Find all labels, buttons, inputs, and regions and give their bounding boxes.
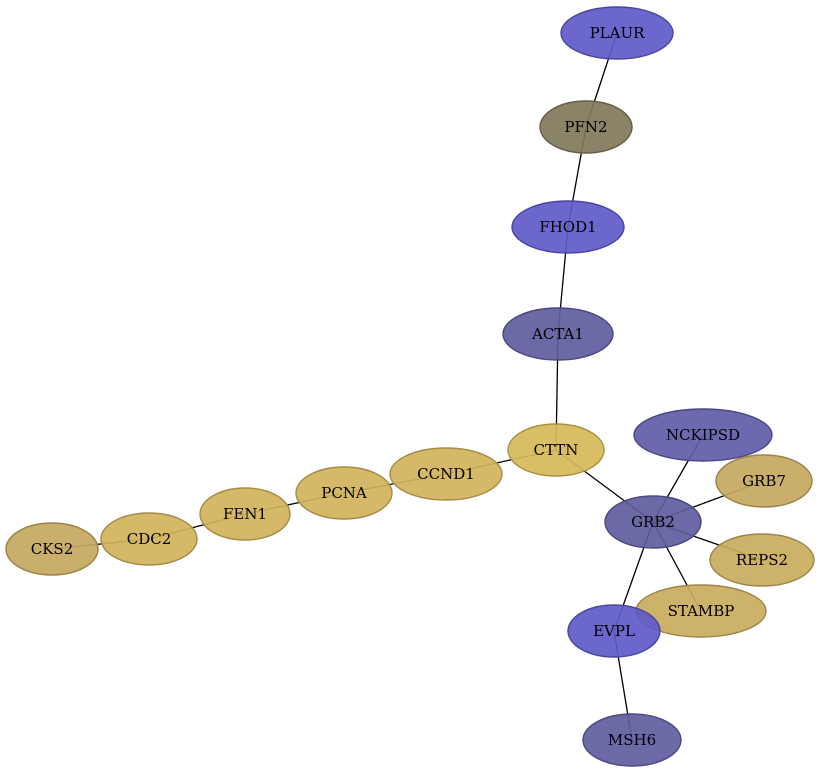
- node-ellipse: [715, 454, 813, 508]
- node-label: PCNA: [321, 484, 367, 502]
- node-ellipse: [295, 466, 393, 520]
- node-grb2[interactable]: GRB2: [604, 495, 702, 549]
- node-ellipse: [539, 100, 633, 154]
- node-cdc2[interactable]: CDC2: [100, 512, 198, 566]
- node-cttn[interactable]: CTTN: [507, 423, 605, 477]
- node-label: CTTN: [534, 441, 579, 459]
- node-ellipse: [560, 6, 674, 60]
- node-label: PLAUR: [590, 24, 646, 42]
- node-pcna[interactable]: PCNA: [295, 466, 393, 520]
- node-ellipse: [633, 408, 773, 462]
- node-label: GRB2: [631, 513, 675, 531]
- node-reps2[interactable]: REPS2: [709, 533, 815, 587]
- node-ellipse: [604, 495, 702, 549]
- node-grb7[interactable]: GRB7: [715, 454, 813, 508]
- node-ellipse: [389, 447, 503, 501]
- node-fhod1[interactable]: FHOD1: [511, 200, 625, 254]
- node-label: NCKIPSD: [666, 426, 740, 444]
- node-label: CDC2: [127, 530, 172, 548]
- node-label: EVPL: [593, 622, 635, 640]
- node-label: CCND1: [417, 465, 475, 483]
- node-acta1[interactable]: ACTA1: [502, 307, 614, 361]
- node-ellipse: [199, 487, 291, 541]
- node-ellipse: [511, 200, 625, 254]
- node-ellipse: [567, 604, 661, 658]
- node-nckipsd[interactable]: NCKIPSD: [633, 408, 773, 462]
- node-ccnd1[interactable]: CCND1: [389, 447, 503, 501]
- node-msh6[interactable]: MSH6: [582, 713, 682, 767]
- node-pfn2[interactable]: PFN2: [539, 100, 633, 154]
- node-ellipse: [709, 533, 815, 587]
- node-label: REPS2: [736, 551, 788, 569]
- node-label: PFN2: [564, 118, 607, 136]
- node-label: ACTA1: [531, 325, 584, 343]
- node-label: FHOD1: [539, 218, 596, 236]
- node-ellipse: [507, 423, 605, 477]
- node-cks2[interactable]: CKS2: [5, 522, 99, 576]
- node-ellipse: [502, 307, 614, 361]
- node-stambp[interactable]: STAMBP: [635, 584, 767, 638]
- node-label: MSH6: [608, 731, 656, 749]
- node-ellipse: [5, 522, 99, 576]
- node-ellipse: [100, 512, 198, 566]
- node-label: FEN1: [223, 505, 267, 523]
- node-label: GRB7: [742, 472, 786, 490]
- node-label: STAMBP: [668, 602, 735, 620]
- node-evpl[interactable]: EVPL: [567, 604, 661, 658]
- node-ellipse: [582, 713, 682, 767]
- node-fen1[interactable]: FEN1: [199, 487, 291, 541]
- node-plaur[interactable]: PLAUR: [560, 6, 674, 60]
- node-label: CKS2: [31, 540, 74, 558]
